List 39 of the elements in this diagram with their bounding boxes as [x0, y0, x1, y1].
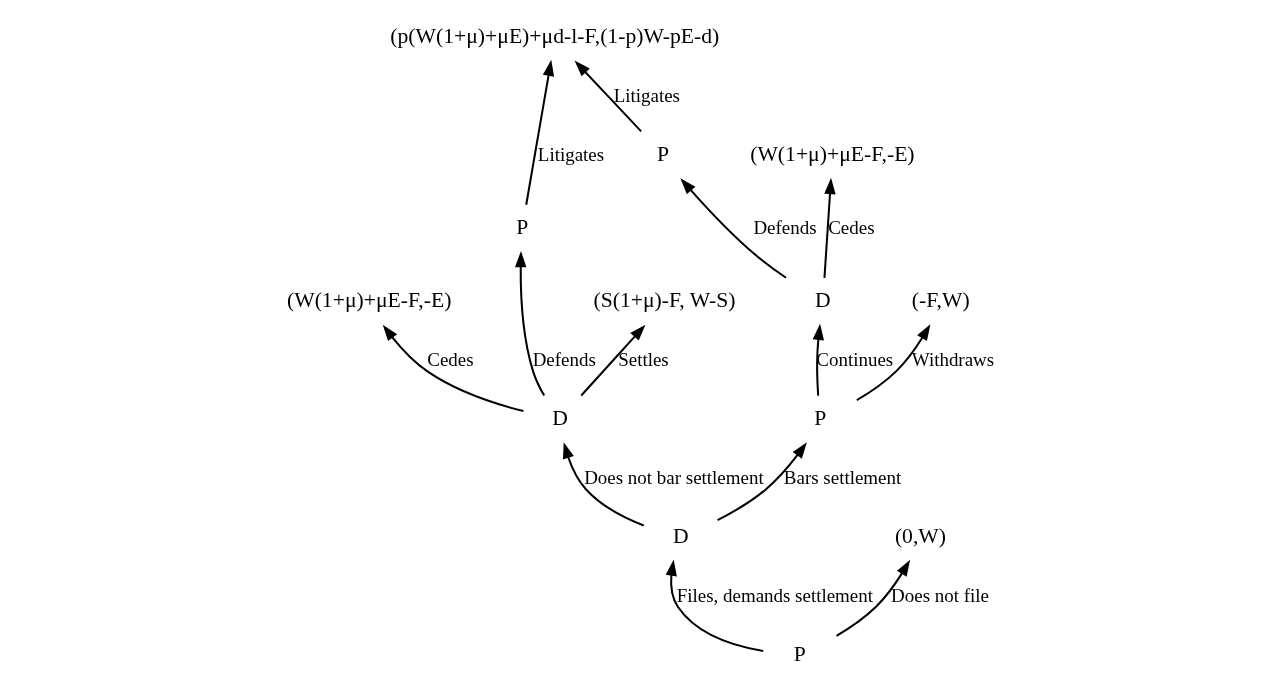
edge-label: Settles [617, 349, 669, 371]
arrow [835, 559, 910, 637]
arrow [562, 442, 644, 527]
edge-label: Bars settlement [783, 467, 901, 489]
node-text: P [813, 406, 826, 431]
arrow [822, 177, 836, 278]
edge-label: Litigates [613, 85, 680, 107]
node-text: D [672, 524, 689, 549]
edge-label: Does not file [890, 584, 989, 606]
edge-label: Withdraws [911, 349, 994, 371]
arrow [812, 323, 824, 396]
arrow [855, 324, 930, 402]
arrow [382, 324, 524, 413]
edge-label: Litigates [537, 144, 604, 166]
node-text: (W(1+μ)+μE-F,-E) [749, 142, 915, 167]
edge-label: Continues [815, 349, 893, 371]
node-text: (S(1+μ)-F, W-S) [592, 288, 735, 313]
edge-label: Defends [532, 349, 596, 371]
node-text: (W(1+μ)+μE-F,-E) [286, 288, 451, 313]
node-text: (p(W(1+μ)+μE)+μd-l-F,(1-p)W-pE-d) [389, 24, 719, 49]
arrow [514, 250, 545, 397]
node-text: P [793, 641, 806, 666]
edge-label: Defends [752, 217, 817, 239]
node-text: D [551, 406, 568, 431]
edge-label: Files, demands settlement [676, 584, 873, 606]
node-text: (-F,W) [911, 288, 970, 313]
node-text: P [656, 142, 669, 167]
edge-label: Cedes [827, 217, 875, 239]
node-text: (0,W) [894, 524, 946, 549]
edge-label: Does not bar settlement [583, 467, 764, 489]
arrow [574, 60, 642, 133]
arrow [716, 442, 807, 522]
arrow [665, 559, 763, 653]
arrow [524, 59, 554, 205]
arrow [580, 324, 645, 397]
node-text: P [515, 215, 528, 240]
arrow [679, 178, 787, 279]
edge-label: Cedes [426, 349, 474, 371]
node-text: D [814, 288, 831, 313]
